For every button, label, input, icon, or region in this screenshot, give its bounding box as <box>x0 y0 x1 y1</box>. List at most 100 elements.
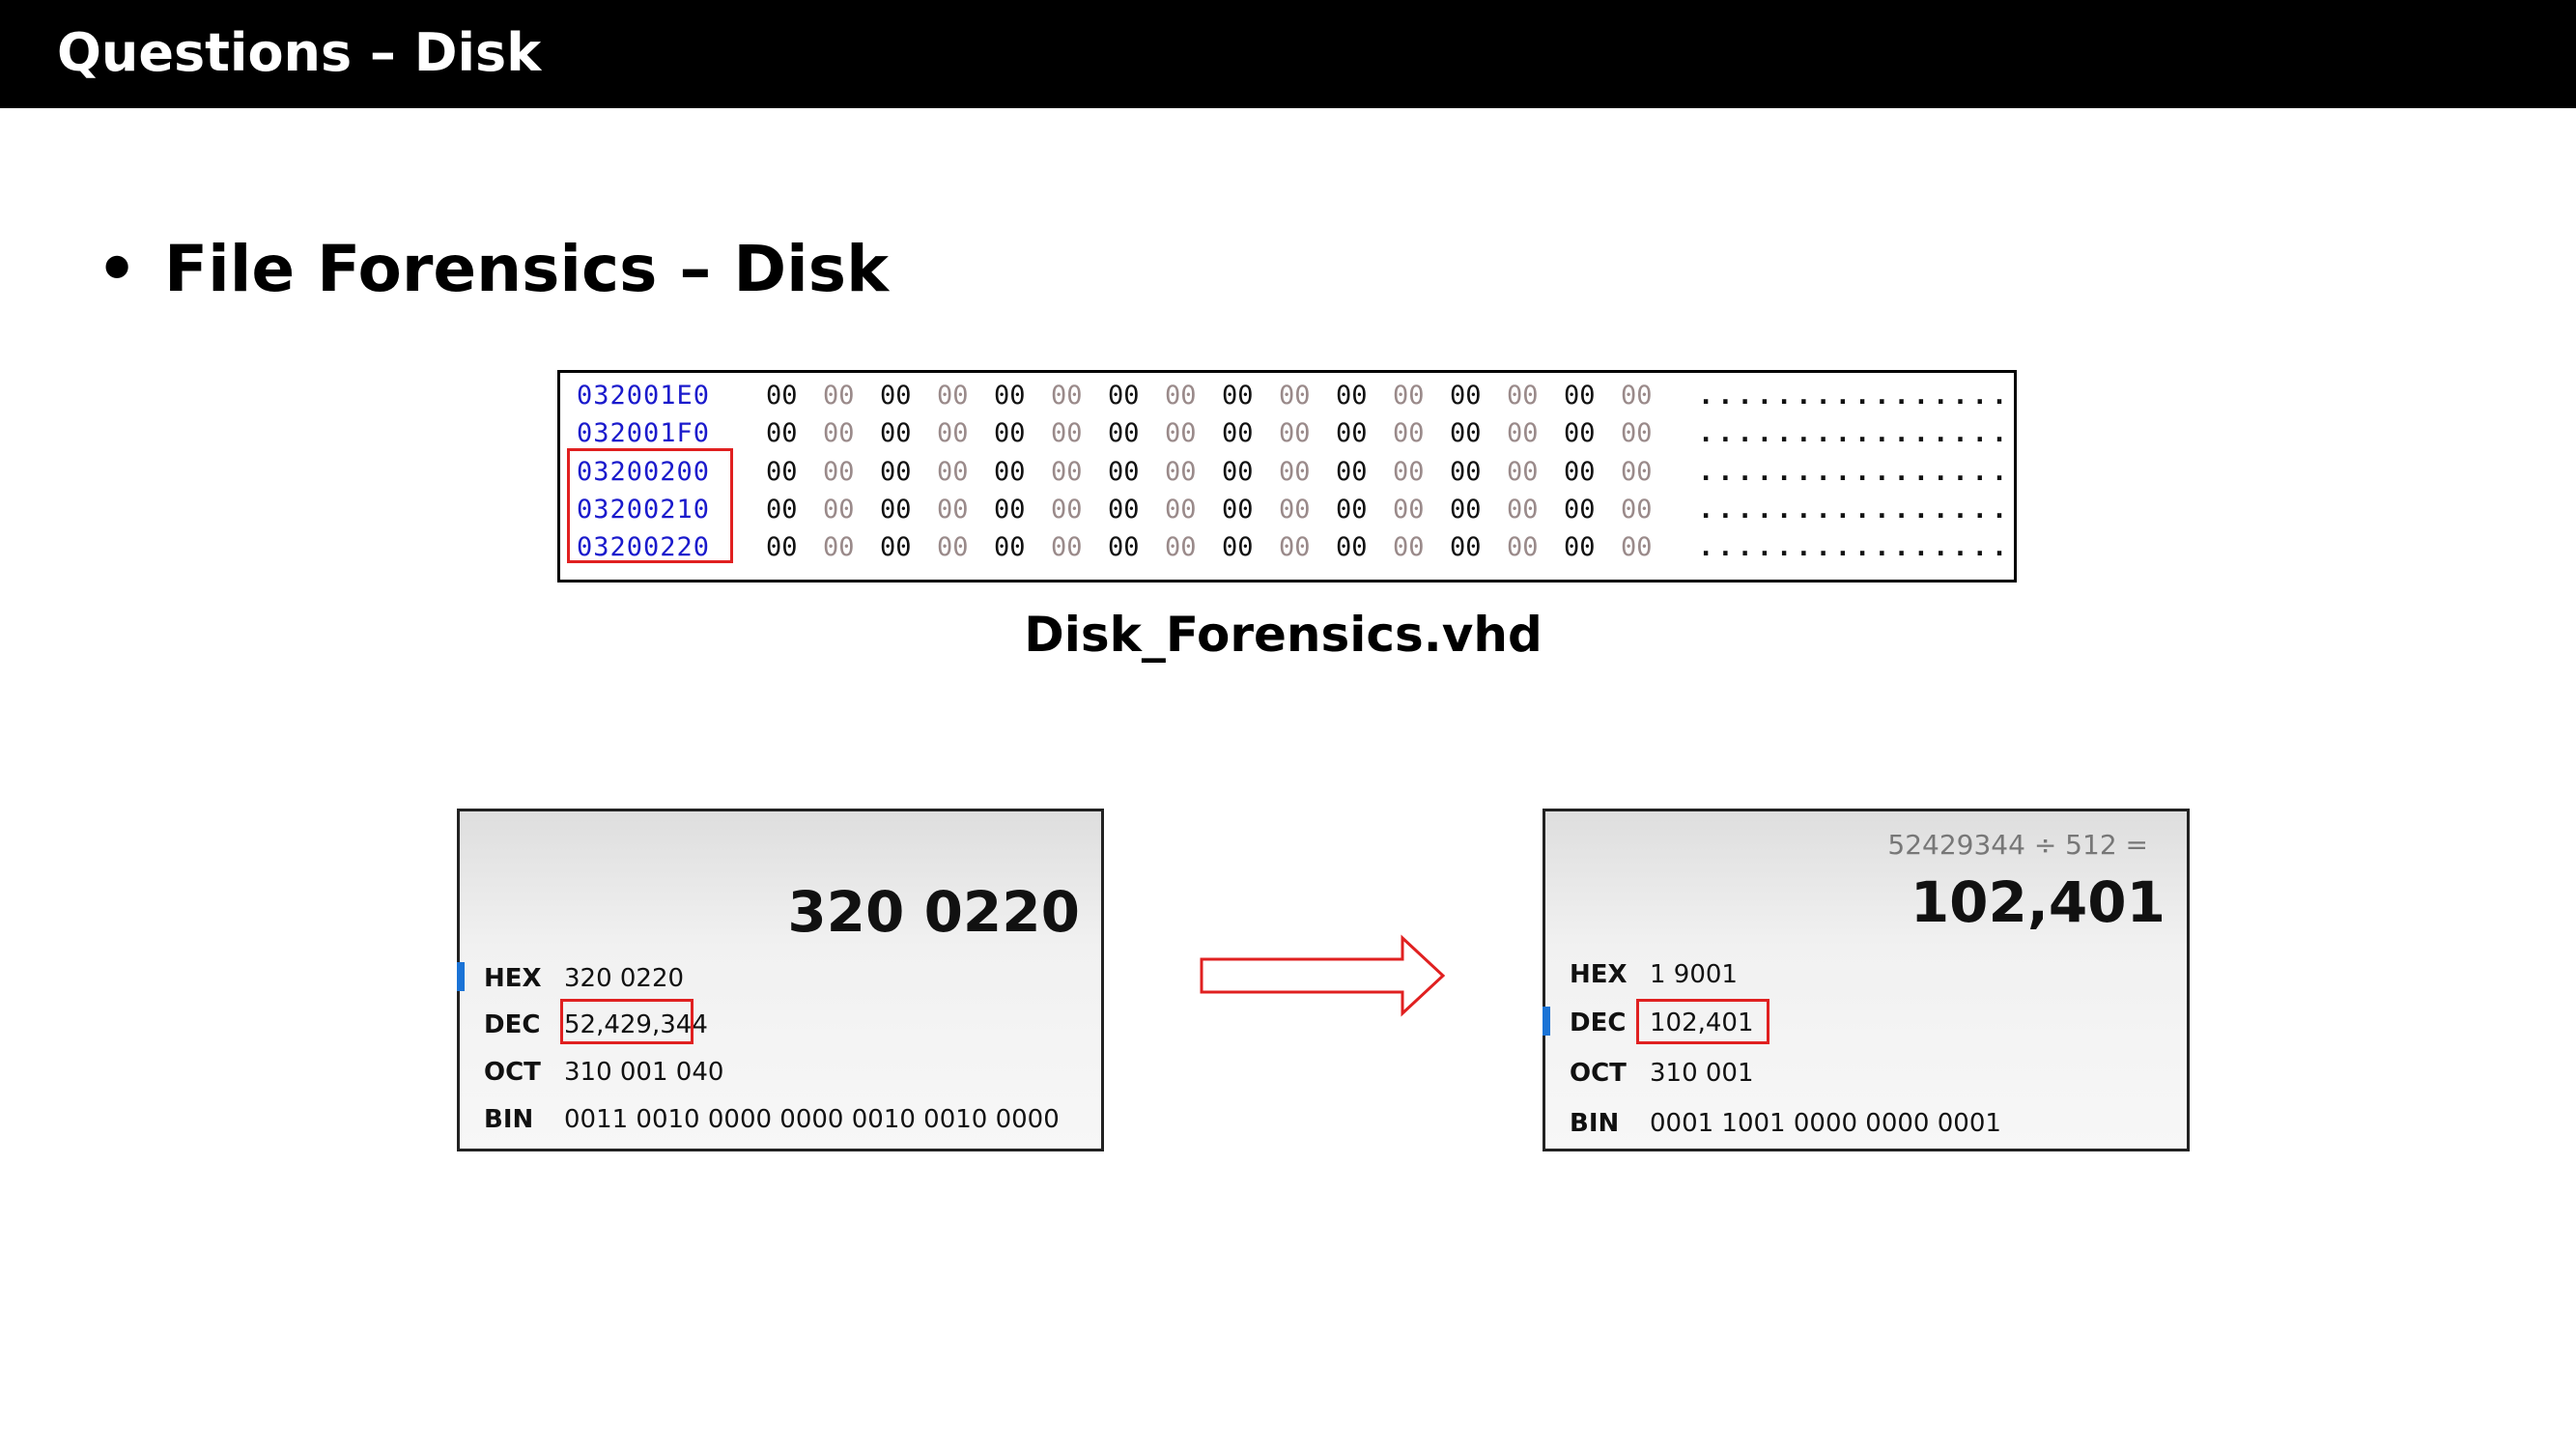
hex-byte: 00 <box>1165 494 1197 525</box>
active-indicator <box>457 962 465 991</box>
hex-byte: 00 <box>1450 532 1482 563</box>
hex-byte: 00 <box>994 456 1026 487</box>
calc-label: HEX <box>484 964 542 993</box>
dec-highlight-box <box>1636 999 1769 1044</box>
hex-byte: 00 <box>1621 532 1653 563</box>
hex-byte: 00 <box>1507 494 1539 525</box>
calc-display: 102,401 <box>1910 869 2166 935</box>
dec-highlight-box <box>560 999 694 1044</box>
title-bar: Questions – Disk <box>0 0 2576 108</box>
calc-value: 1 9001 <box>1650 960 1738 989</box>
hex-byte: 00 <box>1621 381 1653 411</box>
calc-expression: 52429344 ÷ 512 = <box>1887 829 2148 861</box>
hex-byte: 00 <box>1450 381 1482 411</box>
calc-value: 310 001 040 <box>564 1058 724 1087</box>
hex-byte: 00 <box>1108 494 1140 525</box>
hex-byte: 00 <box>880 381 912 411</box>
hex-byte: 00 <box>937 418 969 449</box>
hex-byte: 00 <box>766 456 798 487</box>
calc-value: 0011 0010 0000 0000 0010 0010 0000 <box>564 1105 1060 1134</box>
hex-byte: 00 <box>1108 456 1140 487</box>
hex-address: 032001F0 <box>577 418 711 449</box>
hex-byte: 00 <box>1564 381 1596 411</box>
hex-byte: 00 <box>823 418 855 449</box>
hex-byte: 00 <box>937 494 969 525</box>
calc-row-bin[interactable]: BIN 0011 0010 0000 0000 0010 0010 0000 <box>460 1099 1101 1142</box>
calc-row-dec[interactable]: DEC 52,429,344 <box>460 1005 1101 1047</box>
calc-row-oct[interactable]: OCT 310 001 <box>1545 1053 2187 1095</box>
calc-row-oct[interactable]: OCT 310 001 040 <box>460 1052 1101 1094</box>
hex-ascii: ................ <box>1698 532 2012 563</box>
calculator-left: 320 0220 HEX 320 0220 DEC 52,429,344 OCT… <box>457 809 1104 1151</box>
calc-label: OCT <box>484 1058 541 1087</box>
hex-byte: 00 <box>1621 494 1653 525</box>
hex-byte: 00 <box>1108 418 1140 449</box>
calc-row-hex[interactable]: HEX 1 9001 <box>1545 954 2187 997</box>
calc-label: HEX <box>1570 960 1628 989</box>
image-caption: Disk_Forensics.vhd <box>0 607 2576 663</box>
bullet-dot-icon: • <box>97 232 138 306</box>
bullet-text: File Forensics – Disk <box>164 232 889 306</box>
hex-byte: 00 <box>1222 456 1254 487</box>
hex-byte: 00 <box>1393 494 1425 525</box>
hex-byte: 00 <box>1222 494 1254 525</box>
hex-byte: 00 <box>1336 494 1368 525</box>
hex-byte: 00 <box>994 381 1026 411</box>
hex-byte: 00 <box>1507 381 1539 411</box>
calc-row-bin[interactable]: BIN 0001 1001 0000 0000 0001 <box>1545 1103 2187 1146</box>
hex-byte: 00 <box>1393 381 1425 411</box>
hex-byte: 00 <box>1279 418 1311 449</box>
right-arrow-icon <box>1200 934 1446 1017</box>
calc-value: 102,401 <box>1650 1009 1754 1037</box>
hex-byte: 00 <box>823 456 855 487</box>
hex-byte: 00 <box>1222 381 1254 411</box>
hex-address: 032001E0 <box>577 381 711 411</box>
hex-byte: 00 <box>1279 381 1311 411</box>
hex-byte: 00 <box>1051 418 1083 449</box>
hex-byte: 00 <box>1165 381 1197 411</box>
hex-byte: 00 <box>1450 456 1482 487</box>
bullet-heading: • File Forensics – Disk <box>97 228 889 311</box>
hex-byte: 00 <box>1564 456 1596 487</box>
hex-byte: 00 <box>1564 532 1596 563</box>
hex-byte: 00 <box>1507 418 1539 449</box>
hex-byte: 00 <box>1564 418 1596 449</box>
calc-label: BIN <box>484 1105 534 1134</box>
calc-row-dec[interactable]: DEC 102,401 <box>1543 1003 2187 1045</box>
hex-byte: 00 <box>1507 456 1539 487</box>
calculator-right: 52429344 ÷ 512 = 102,401 HEX 1 9001 DEC … <box>1543 809 2190 1151</box>
hex-byte: 00 <box>1165 418 1197 449</box>
hex-byte: 00 <box>1165 532 1197 563</box>
hex-byte: 00 <box>823 532 855 563</box>
hex-byte: 00 <box>1393 418 1425 449</box>
hex-byte: 00 <box>880 456 912 487</box>
hex-byte: 00 <box>823 381 855 411</box>
address-highlight-box <box>567 448 733 563</box>
hex-ascii: ................ <box>1698 381 2012 411</box>
calc-row-hex[interactable]: HEX 320 0220 <box>457 958 1101 1001</box>
hex-byte: 00 <box>994 494 1026 525</box>
caption-text: Disk_Forensics.vhd <box>1024 607 1543 663</box>
hex-byte: 00 <box>1507 532 1539 563</box>
hex-byte: 00 <box>1336 456 1368 487</box>
hex-byte: 00 <box>1621 418 1653 449</box>
hex-byte: 00 <box>994 532 1026 563</box>
hex-byte: 00 <box>1336 418 1368 449</box>
hex-ascii: ................ <box>1698 494 2012 525</box>
hex-byte: 00 <box>1279 456 1311 487</box>
hex-byte: 00 <box>766 494 798 525</box>
hex-byte: 00 <box>1564 494 1596 525</box>
hex-byte: 00 <box>937 532 969 563</box>
page-title: Questions – Disk <box>57 22 542 83</box>
hex-byte: 00 <box>1108 532 1140 563</box>
hex-byte: 00 <box>1051 532 1083 563</box>
hex-address: 03200210 <box>577 494 711 525</box>
hex-byte: 00 <box>1279 532 1311 563</box>
calc-label: DEC <box>484 1010 541 1039</box>
